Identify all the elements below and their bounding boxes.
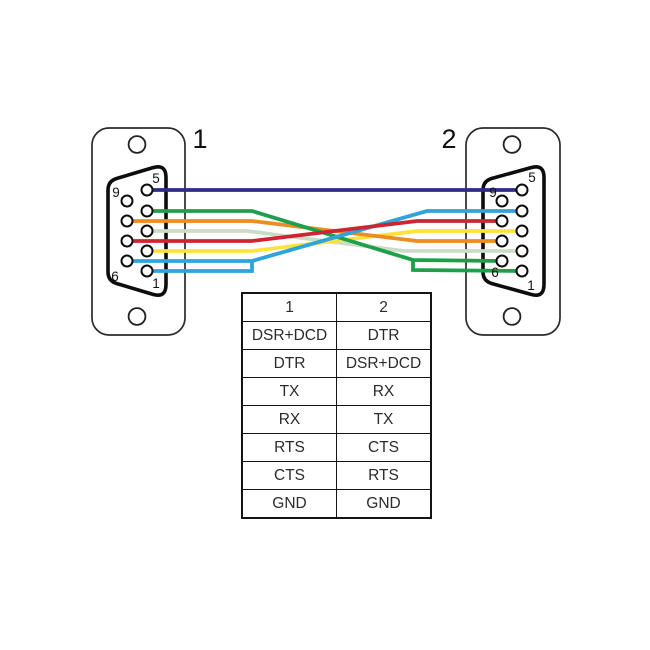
table-cell: DTR xyxy=(336,321,432,350)
connector-1-pin-6 xyxy=(120,254,134,268)
connector-2-pin-2 xyxy=(515,244,529,258)
connector-1-pin-7 xyxy=(120,234,134,248)
connector-1-pin-9 xyxy=(120,194,134,208)
connector-2-pin-7 xyxy=(495,234,509,248)
connector-1-pin-5 xyxy=(140,183,154,197)
table-header-cell: 1 xyxy=(241,292,337,322)
connector-2-pin-8 xyxy=(495,214,509,228)
table-cell: TX xyxy=(336,405,432,434)
connector-1-pin-3 xyxy=(140,224,154,238)
connector-1-label: 1 xyxy=(192,124,207,154)
connector-1-pin-8 xyxy=(120,214,134,228)
connector-1-pin-label-1: 1 xyxy=(152,276,160,291)
connector-2-pin-label-1: 1 xyxy=(527,278,535,293)
connector-1-pin-label-6: 6 xyxy=(111,269,119,284)
connector-2-pin-1 xyxy=(515,264,529,278)
connector-2-pin-5 xyxy=(515,183,529,197)
table-cell: CTS xyxy=(336,433,432,462)
connector-2-pin-label-9: 9 xyxy=(489,185,497,200)
table-cell: RTS xyxy=(241,433,337,462)
connector-2-pin-4 xyxy=(515,204,529,218)
wire-dtr-1-to-dsrdcd-2-jumper xyxy=(411,260,523,273)
connector-1-screw-hole-top xyxy=(127,135,147,154)
connector-2-pin-label-5: 5 xyxy=(528,170,536,185)
connector-2-pin-3 xyxy=(515,224,529,238)
table-cell: GND xyxy=(241,489,337,519)
wire-rts-1-to-cts-2 xyxy=(127,219,502,243)
table-cell: DTR xyxy=(241,349,337,378)
connector-2-pin-6 xyxy=(495,254,509,268)
connector-1-pin-label-9: 9 xyxy=(112,185,120,200)
wire-dsrdcd-1-to-dtr-2 xyxy=(127,209,522,263)
table-cell: RTS xyxy=(336,461,432,490)
table-cell: GND xyxy=(336,489,432,519)
connector-2-screw-hole-top xyxy=(502,135,522,154)
connector-2-pin-label-6: 6 xyxy=(491,265,499,280)
connector-2-label: 2 xyxy=(441,124,456,154)
table-cell: CTS xyxy=(241,461,337,490)
connector-2-screw-hole-bottom xyxy=(502,307,522,326)
connector-1-pin-2 xyxy=(140,244,154,258)
table-cell: RX xyxy=(336,377,432,406)
table-cell: TX xyxy=(241,377,337,406)
connector-2-pin-9 xyxy=(495,194,509,208)
connector-1-pin-1 xyxy=(140,264,154,278)
wire-dtr-1-to-dsrdcd-2 xyxy=(147,209,503,263)
table-cell: DSR+DCD xyxy=(336,349,432,378)
table-header-cell: 2 xyxy=(336,292,432,322)
connector-1-pin-label-5: 5 xyxy=(152,171,160,186)
wire-rx-1-to-tx-2 xyxy=(147,229,522,253)
table-cell: DSR+DCD xyxy=(241,321,337,350)
table-cell: RX xyxy=(241,405,337,434)
connector-1-screw-hole-bottom xyxy=(127,307,147,326)
connector-1-pin-4 xyxy=(140,204,154,218)
wire-dsrdcd-1-to-dtr-2-jumper xyxy=(147,261,254,273)
